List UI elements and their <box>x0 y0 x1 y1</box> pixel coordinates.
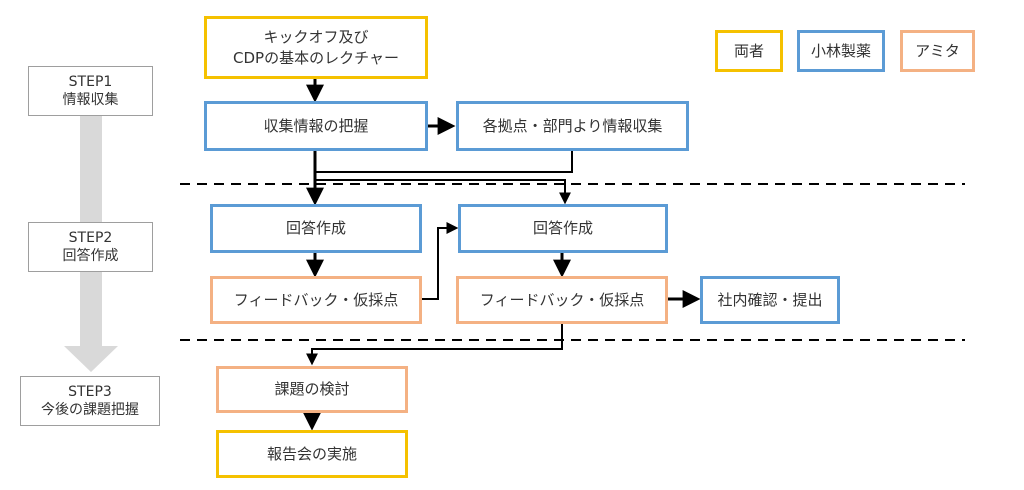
node-feedback-provisional-score-1: フィードバック・仮採点 <box>210 276 422 324</box>
step2-label: STEP2 回答作成 <box>28 222 153 272</box>
node-answer-draft-2: 回答作成 <box>458 204 668 253</box>
arrow-feedback2-to-review <box>306 324 563 366</box>
node-collect-from-sites: 各拠点・部門より情報収集 <box>456 101 689 151</box>
step1-title: 情報収集 <box>62 92 119 108</box>
step3-title: 今後の課題把握 <box>41 402 139 418</box>
legend-kobayashi: 小林製薬 <box>797 30 885 72</box>
step1-label: STEP1 情報収集 <box>28 66 153 116</box>
node-review-issues: 課題の検討 <box>216 366 408 413</box>
node-kickoff-lecture: キックオフ及び CDPの基本のレクチャー <box>204 16 428 79</box>
step2-number: STEP2 <box>68 229 113 246</box>
node-answer-draft-1: 回答作成 <box>210 204 422 253</box>
step3-number: STEP3 <box>68 383 112 400</box>
node-internal-check-submit: 社内確認・提出 <box>700 276 840 324</box>
node-report-meeting: 報告会の実施 <box>216 430 408 478</box>
connector-grasp-to-answer2 <box>315 179 571 205</box>
step3-label: STEP3 今後の課題把握 <box>20 376 160 426</box>
legend-amita: アミタ <box>900 30 975 72</box>
node-grasp-collected-info: 収集情報の把握 <box>204 101 428 151</box>
legend-both: 両者 <box>715 30 783 72</box>
arrow-feedback1-to-answer2 <box>422 222 459 300</box>
node-feedback-provisional-score-2: フィードバック・仮採点 <box>456 276 668 324</box>
step1-number: STEP1 <box>68 73 113 90</box>
connector-collect-down <box>315 151 573 173</box>
step2-title: 回答作成 <box>62 248 119 264</box>
